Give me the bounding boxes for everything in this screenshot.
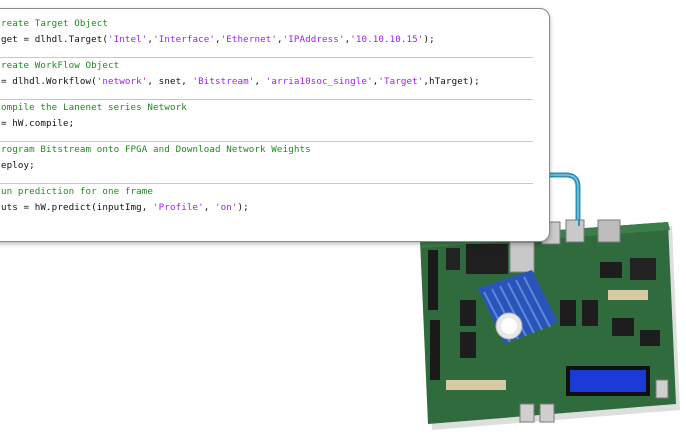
- code-comment: rogram Bitstream onto FPGA and Download …: [1, 144, 311, 155]
- code-token: uts = hW.predict(inputImg,: [1, 202, 154, 213]
- heatsink: [478, 270, 558, 344]
- string-literal: 'Ethernet': [220, 34, 277, 45]
- code-line: = hW.compile;: [1, 118, 74, 130]
- code-token: ,: [372, 76, 379, 87]
- code-line: = dlhdl.Workflow('network', snet, 'Bitst…: [1, 76, 480, 88]
- code-token: ,: [215, 34, 221, 45]
- code-comment: un prediction for one frame: [1, 186, 154, 197]
- code-token: ,: [147, 34, 154, 45]
- code-comment: ompile the Lanenet series Network: [1, 102, 187, 113]
- lcd-display: [566, 366, 650, 396]
- code-token: ,: [344, 34, 351, 45]
- code-section: ompile the Lanenet series Network = hW.co…: [0, 99, 549, 141]
- string-literal: 'Target': [378, 76, 424, 87]
- code-token: ,hTarget);: [423, 76, 480, 87]
- code-token: , snet,: [147, 76, 193, 87]
- string-literal: 'network': [96, 76, 148, 87]
- code-line: uts = hW.predict(inputImg, 'Profile', 'o…: [1, 202, 249, 214]
- code-token: );: [237, 202, 249, 213]
- code-comment: reate Target Object: [1, 18, 108, 29]
- ethernet-cable: [545, 172, 581, 227]
- code-token: ,: [254, 76, 266, 87]
- string-literal: 'Bitstream': [192, 76, 255, 87]
- string-literal: 'arria10soc_single': [265, 76, 373, 87]
- code-token: = dlhdl.Workflow(: [1, 76, 97, 87]
- code-token: );: [423, 34, 435, 45]
- ethernet-ports: [541, 219, 621, 245]
- section-divider: [0, 183, 533, 184]
- code-token: ,: [276, 34, 283, 45]
- code-token: eploy;: [1, 160, 35, 171]
- section-divider: [0, 141, 533, 142]
- code-token: ,: [203, 202, 215, 213]
- code-token: get = dlhdl.Target(: [1, 34, 108, 45]
- string-literal: '10.10.10.15': [350, 34, 424, 45]
- string-literal: 'Profile': [153, 202, 204, 213]
- section-divider: [0, 99, 533, 100]
- code-section: rogram Bitstream onto FPGA and Download …: [0, 141, 549, 183]
- code-token: = hW.compile;: [1, 118, 75, 129]
- code-comment: reate WorkFlow Object: [1, 60, 120, 71]
- string-literal: 'Intel': [108, 34, 148, 45]
- code-line: eploy;: [1, 160, 35, 172]
- string-literal: 'on': [215, 202, 238, 213]
- code-section: reate WorkFlow Object = dlhdl.Workflow('n…: [0, 57, 549, 99]
- string-literal: 'IPAddress': [282, 34, 345, 45]
- string-literal: 'Interface': [153, 34, 216, 45]
- code-line: get = dlhdl.Target('Intel','Interface','…: [1, 34, 435, 46]
- code-section: un prediction for one frame uts = hW.pred…: [0, 183, 549, 225]
- section-divider: [0, 57, 533, 58]
